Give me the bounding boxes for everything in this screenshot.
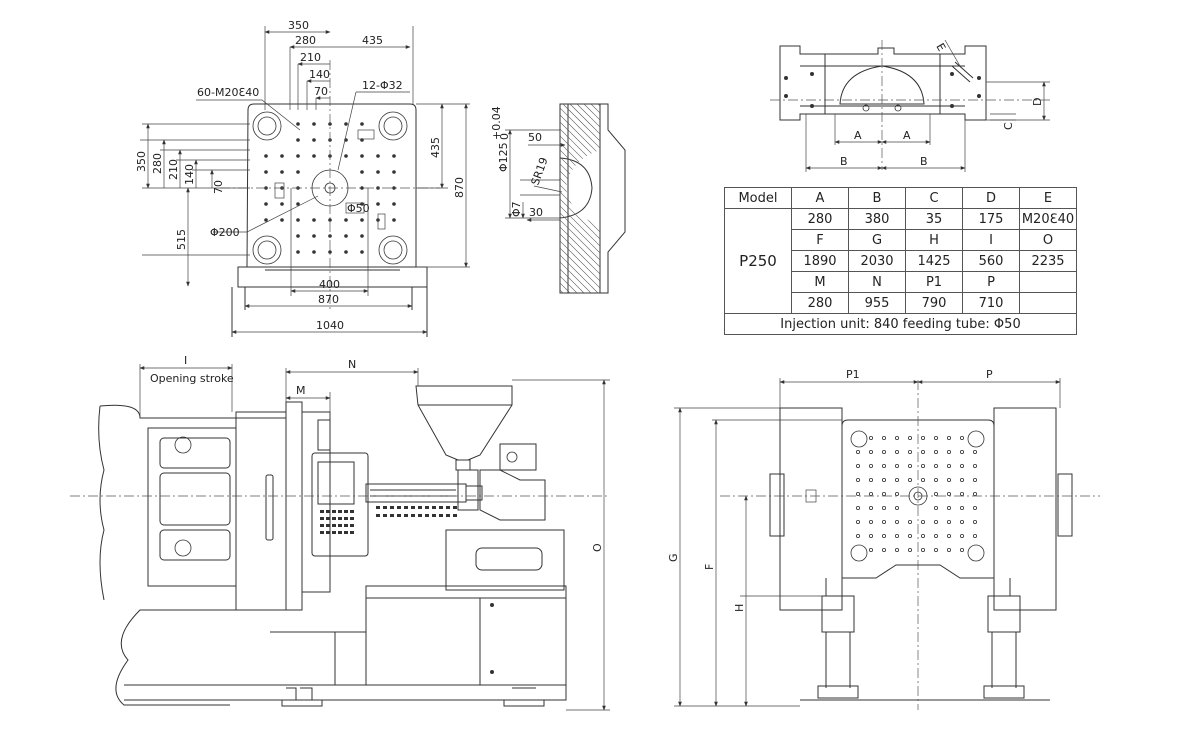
nozzle-tolerance: +0.04 xyxy=(490,106,503,140)
dim-280-top: 280 xyxy=(295,34,316,47)
tie-bar-dim-d: D xyxy=(1031,98,1044,106)
spec-header-model: Model xyxy=(724,187,792,209)
spec-header-row: Model A B C D E xyxy=(724,187,1077,209)
spec-cell: 380 xyxy=(848,208,906,230)
tie-bar-dim-b1: B xyxy=(840,155,848,168)
spec-footer: Injection unit: 840 feeding tube: Φ50 xyxy=(724,313,1077,335)
spec-cell xyxy=(1019,271,1077,293)
spec-header-b: B xyxy=(848,187,906,209)
spec-cell: 280 xyxy=(791,292,849,314)
dim-435-right: 435 xyxy=(429,137,442,158)
center-ring-note: Φ200 xyxy=(210,226,240,239)
dim-70-left: 70 xyxy=(212,180,225,194)
nozzle-dim-sr19: SR19 xyxy=(529,156,551,187)
front-dim-f: F xyxy=(703,564,716,570)
nozzle-dim-50: 50 xyxy=(528,131,542,144)
dim-435-top: 435 xyxy=(362,34,383,47)
dim-210-top: 210 xyxy=(300,51,321,64)
opening-stroke-label: Opening stroke xyxy=(150,372,234,385)
dim-210-left: 210 xyxy=(167,159,180,180)
spec-header-d: D xyxy=(962,187,1020,209)
spec-cell: 35 xyxy=(905,208,963,230)
front-dim-p: P xyxy=(986,368,993,381)
tie-bar-dim-e: E xyxy=(933,41,948,54)
dim-140-top: 140 xyxy=(309,68,330,81)
front-dim-g: G xyxy=(667,553,680,562)
dim-350-left: 350 xyxy=(135,151,148,172)
tie-bar-holes xyxy=(252,111,408,265)
spec-cell: 280 xyxy=(791,208,849,230)
spec-cell: 175 xyxy=(962,208,1020,230)
spec-cell: P1 xyxy=(905,271,963,293)
spec-footer-row: Injection unit: 840 feeding tube: Φ50 xyxy=(724,313,1077,335)
front-dim-h: H xyxy=(733,604,746,612)
spec-model-name: P250 xyxy=(724,208,792,314)
spec-header-e: E xyxy=(1019,187,1077,209)
nozzle-tolerance-low: 0 xyxy=(498,133,511,140)
spec-table: Model A B C D E P250 280 380 35 175 M20ℇ… xyxy=(724,187,1077,335)
side-dim-m: M xyxy=(296,384,306,397)
spec-cell: P xyxy=(962,271,1020,293)
spec-cell: 2235 xyxy=(1019,250,1077,272)
spec-row: F G H I O xyxy=(725,229,1077,251)
through-holes-note: 12-Φ32 xyxy=(362,79,403,92)
side-dim-n: N xyxy=(348,358,356,371)
spec-cell xyxy=(1019,292,1077,314)
dim-515-left: 515 xyxy=(175,229,188,250)
nozzle-dim-30: 30 xyxy=(529,206,543,219)
dim-280-left: 280 xyxy=(151,153,164,174)
front-dim-p1: P1 xyxy=(846,368,860,381)
spec-cell: N xyxy=(848,271,906,293)
spec-cell: I xyxy=(962,229,1020,251)
nozzle-dim-d125: Φ125 xyxy=(497,142,510,172)
dim-350-top: 350 xyxy=(288,19,309,32)
spec-row: M N P1 P xyxy=(725,271,1077,293)
spec-cell: 2030 xyxy=(848,250,906,272)
spec-cell: 955 xyxy=(848,292,906,314)
side-dim-i: I xyxy=(184,354,187,367)
spec-cell: 710 xyxy=(962,292,1020,314)
spec-row: P250 280 380 35 175 M20ℇ40 xyxy=(724,208,1077,314)
dim-400-bottom: 400 xyxy=(319,278,340,291)
spec-cell: 560 xyxy=(962,250,1020,272)
spec-cell: M20ℇ40 xyxy=(1019,208,1077,230)
spec-cell: 790 xyxy=(905,292,963,314)
machine-front-view: P1 P G F H xyxy=(667,368,1100,710)
dim-870-bottom: 870 xyxy=(318,293,339,306)
dim-870-right: 870 xyxy=(453,177,466,198)
spec-cell: F xyxy=(791,229,849,251)
tapped-holes-note: 60-M20ℇ40 xyxy=(197,86,259,99)
tie-bar-dim-a1: A xyxy=(854,129,862,142)
tie-bar-dim-a2: A xyxy=(903,129,911,142)
spec-cell: M xyxy=(791,271,849,293)
tie-bar-dim-c: C xyxy=(1002,122,1015,130)
spec-header-a: A xyxy=(791,187,849,209)
dim-70-top: 70 xyxy=(314,85,328,98)
nozzle-dim-d7: Φ7 xyxy=(510,201,523,217)
side-dim-o: O xyxy=(591,543,604,552)
spec-cell: G xyxy=(848,229,906,251)
machine-side-view: I Opening stroke N M O xyxy=(70,354,610,711)
spec-cell: H xyxy=(905,229,963,251)
spec-header-c: C xyxy=(905,187,963,209)
tie-bar-top-view: A A B B D E C xyxy=(770,39,1050,172)
spec-cell: O xyxy=(1019,229,1077,251)
spec-cell: 1890 xyxy=(791,250,849,272)
platen-view: 350 280 435 210 140 70 60-M20ℇ40 12-Φ32 … xyxy=(135,19,470,337)
spec-row: 1890 2030 1425 560 2235 xyxy=(725,250,1077,272)
dim-140-left: 140 xyxy=(183,164,196,185)
mounting-hole-grid xyxy=(264,122,396,254)
dim-1040-bottom: 1040 xyxy=(316,319,344,332)
tie-bar-dim-b2: B xyxy=(920,155,928,168)
spec-cell: 1425 xyxy=(905,250,963,272)
ejector-hole-label: Φ50 xyxy=(347,202,370,215)
